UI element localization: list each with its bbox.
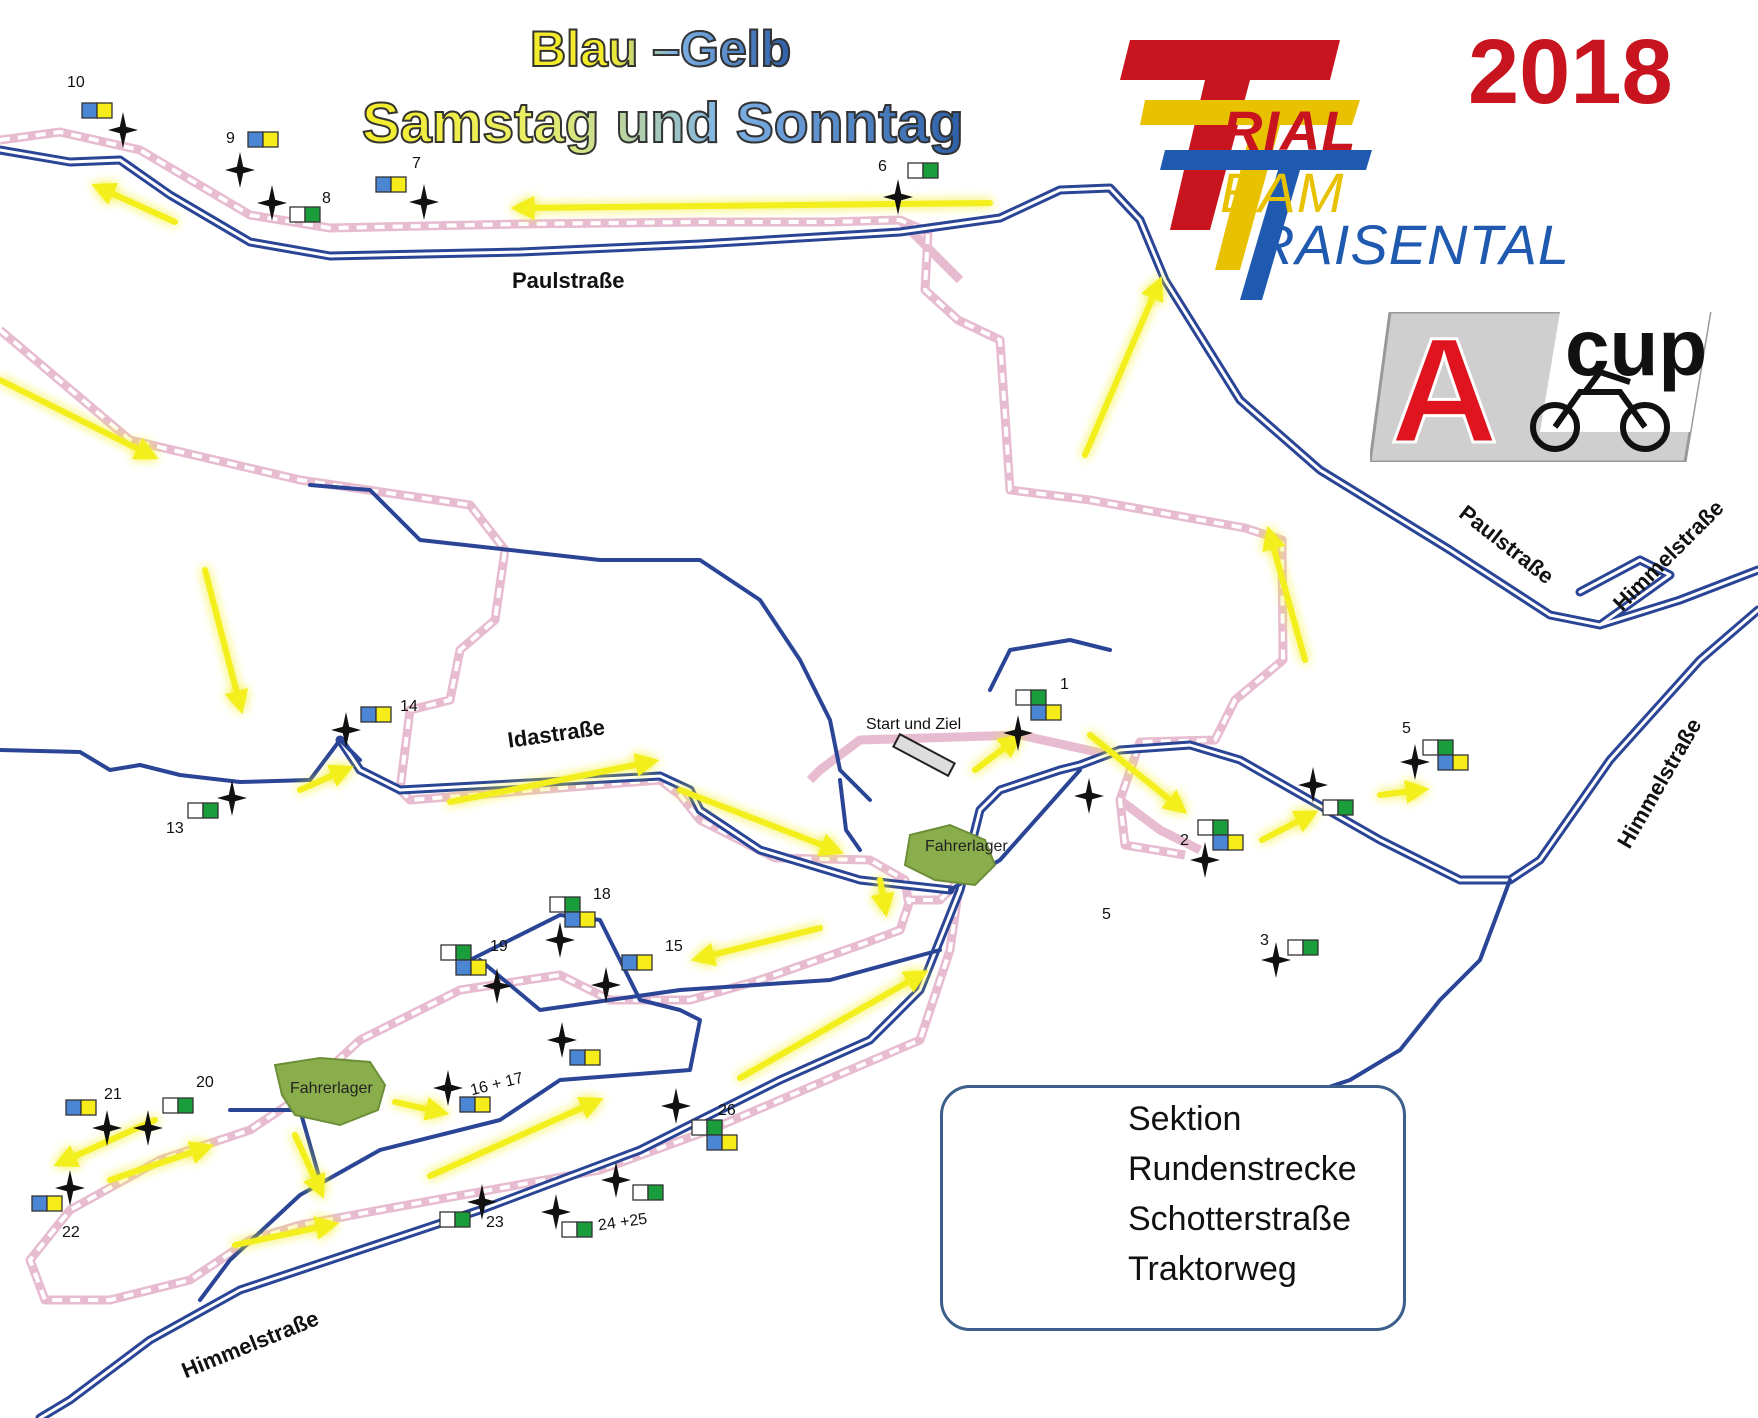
class-squares xyxy=(31,102,1469,1238)
round-track-inner xyxy=(0,130,1285,1302)
section-label: 26 xyxy=(718,1102,736,1119)
legend-tractor-label: Traktorweg xyxy=(1128,1250,1297,1288)
section-label: 21 xyxy=(104,1086,122,1103)
title-line-1: Blau –Gelb xyxy=(529,20,792,78)
camp-area-2 xyxy=(273,1056,387,1127)
map-legend: Sektion Rundenstrecke Schotterstraße Tra… xyxy=(940,1085,1406,1331)
camp-label-1: Fahrerlager xyxy=(925,838,1008,855)
legend-round-label: Rundenstrecke xyxy=(1128,1150,1357,1188)
logo-word-eam: EAM xyxy=(1220,161,1345,224)
acup-badge-graphic xyxy=(1368,310,1712,464)
logo-word-raisental: RAISENTAL xyxy=(1254,213,1571,276)
acup-badge-word: cup xyxy=(1565,303,1708,392)
section-label: 5 xyxy=(1402,720,1411,737)
logo-word-rial: RIAL xyxy=(1222,99,1357,162)
section-label: 6 xyxy=(878,158,887,175)
acup-badge: A cup xyxy=(1368,303,1720,476)
section-label: 22 xyxy=(62,1224,80,1241)
start-finish-gate xyxy=(891,732,957,778)
section-label: 1 xyxy=(1060,676,1069,693)
acup-badge-letter: A xyxy=(1388,305,1499,476)
section-label: 14 xyxy=(400,698,418,715)
title-line-2: Samstag und Sonntag xyxy=(361,90,965,156)
section-label: 23 xyxy=(486,1214,504,1231)
gravel-roads xyxy=(0,145,1758,1418)
start-finish-label: Start und Ziel xyxy=(866,716,962,733)
section-label: 19 xyxy=(490,938,508,955)
section-markers xyxy=(55,112,1430,1230)
direction-arrows xyxy=(0,183,1430,1248)
section-label: 7 xyxy=(412,155,421,172)
road-label-paulstrasse-top: Paulstraße xyxy=(512,268,625,293)
event-year: 2018 xyxy=(1468,21,1673,123)
section-label: 20 xyxy=(196,1074,214,1091)
section-label: 10 xyxy=(67,74,85,91)
section-label: 13 xyxy=(166,820,184,837)
legend-gravel-label: Schotterstraße xyxy=(1128,1200,1351,1238)
trial-team-logo xyxy=(1120,40,1372,300)
center-number-label: 5 xyxy=(1102,906,1111,923)
section-label: 18 xyxy=(593,886,611,903)
section-label: 3 xyxy=(1260,932,1269,949)
camp-label-2: Fahrerlager xyxy=(290,1080,373,1097)
camp-area-1 xyxy=(903,823,997,887)
section-label: 15 xyxy=(665,938,683,955)
legend-section-label: Sektion xyxy=(1128,1100,1242,1138)
section-label: 8 xyxy=(322,190,331,207)
section-label: 9 xyxy=(226,130,235,147)
section-label: 2 xyxy=(1180,832,1189,849)
motorcycle-icon xyxy=(1530,368,1670,452)
